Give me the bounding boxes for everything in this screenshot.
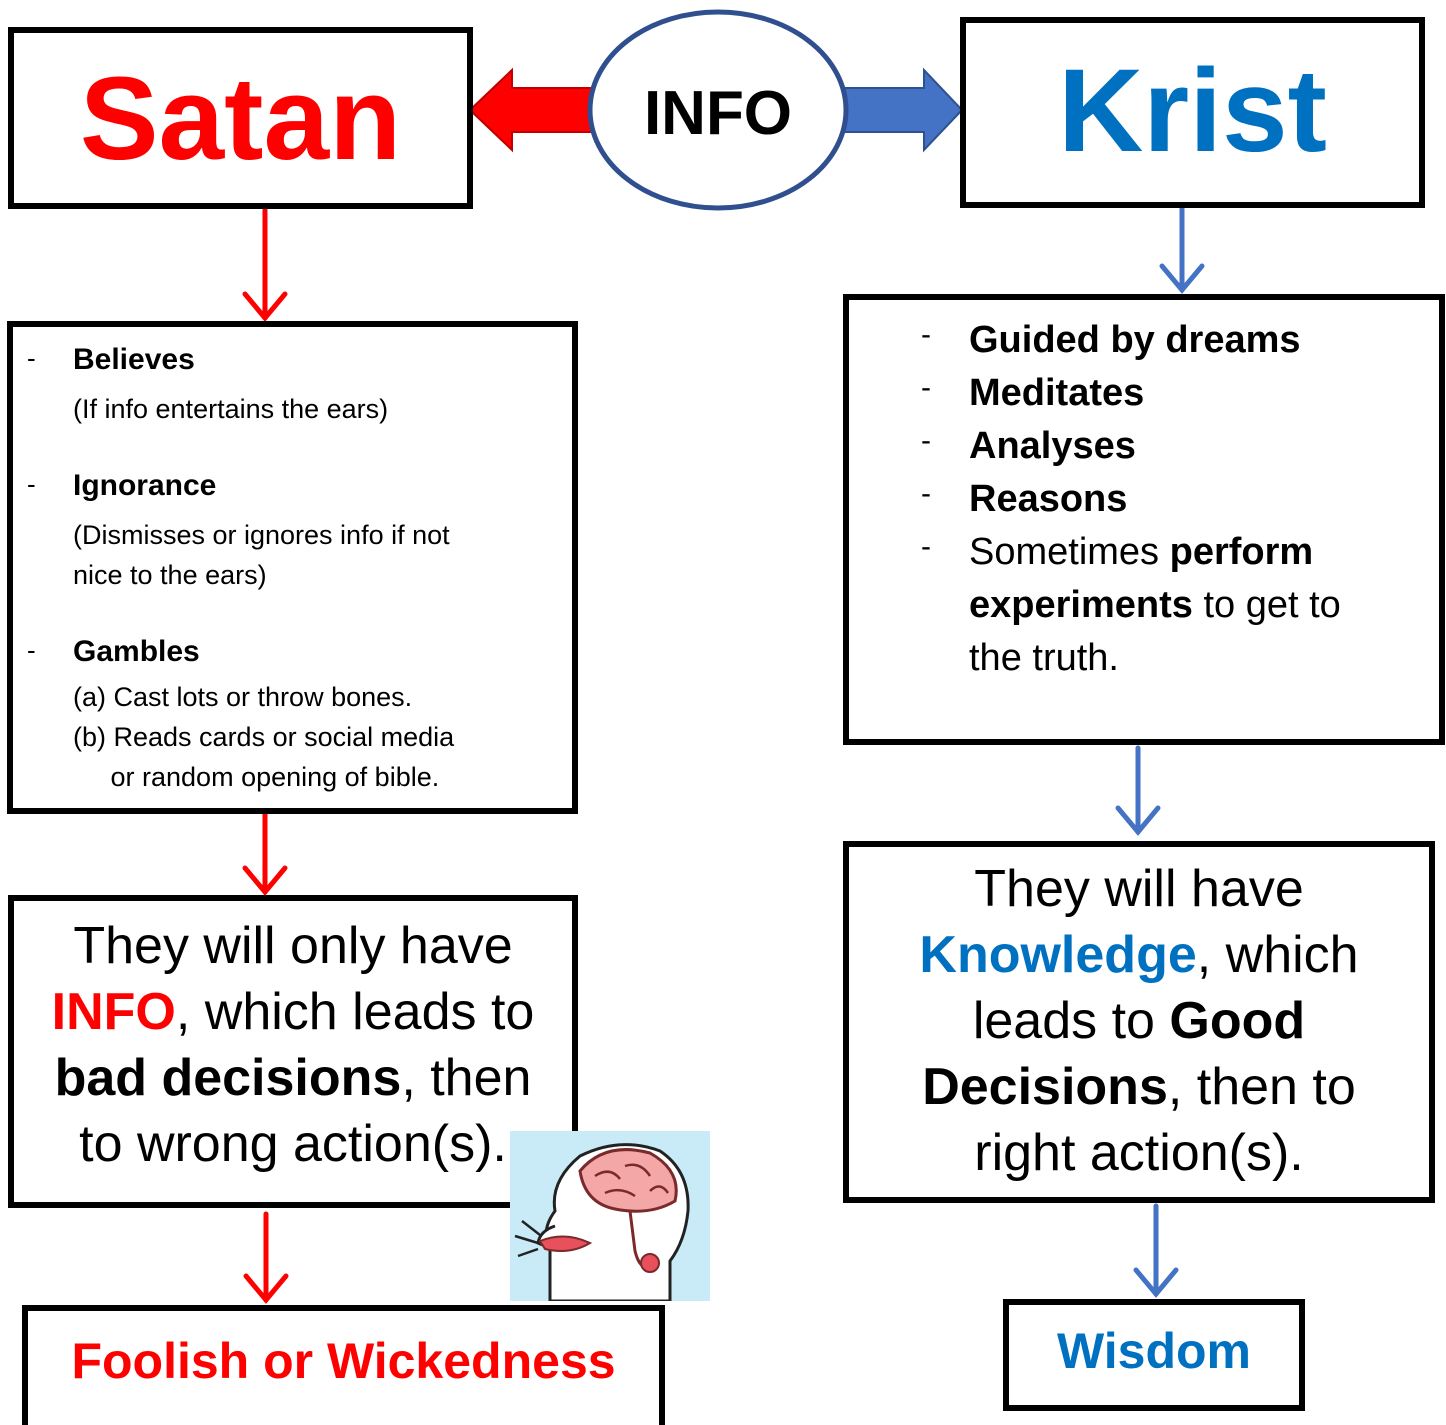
list-item-text: Meditates [969, 372, 1145, 414]
krist-result-box: They will have Knowledge, which leads to… [843, 841, 1435, 1203]
info-label: INFO [643, 79, 793, 148]
list-item-detail: (If info entertains the ears) [73, 394, 389, 424]
list-item-text: Analyses [969, 425, 1136, 467]
list-item-detail: (Dismisses or ignores info if not [73, 520, 450, 550]
satan-traits-box: - Believes (If info entertains the ears)… [7, 321, 578, 814]
satan-box: Satan [8, 27, 473, 209]
list-item-detail: (a) Cast lots or throw bones. [73, 682, 413, 712]
wisdom-label: Wisdom [1057, 1323, 1251, 1379]
satan-result-box: They will only have INFO, which leads to… [8, 895, 578, 1208]
arrow-to-krist [835, 67, 964, 153]
list-item-heading: Believes [73, 343, 195, 376]
arrow-to-satan [468, 67, 601, 153]
satan-result-text: They will only have INFO, which leads to… [51, 917, 535, 1173]
list-item-text: Sometimes perform experiments to get to … [969, 531, 1341, 679]
list-item-detail: or random opening of bible. [73, 762, 440, 792]
foolish-box: Foolish or Wickedness [22, 1305, 665, 1425]
wisdom-box: Wisdom [1003, 1299, 1305, 1411]
krist-box: Krist [960, 17, 1425, 208]
foolish-label: Foolish or Wickedness [71, 1333, 616, 1389]
krist-title: Krist [1058, 45, 1327, 177]
satan-title: Satan [79, 53, 402, 185]
list-item-detail: (b) Reads cards or social media [73, 722, 455, 752]
list-item-text: Guided by dreams [969, 319, 1301, 361]
krist-result-text: They will have Knowledge, which leads to… [919, 860, 1359, 1182]
krist-traits-box: - Guided by dreams - Meditates - Analyse… [843, 294, 1445, 745]
list-item-heading: Ignorance [73, 469, 217, 502]
list-item-text: Reasons [969, 478, 1128, 520]
list-item-detail: nice to the ears) [73, 560, 267, 590]
brain-mouth-illustration-icon [510, 1131, 710, 1301]
list-item-heading: Gambles [73, 635, 200, 668]
